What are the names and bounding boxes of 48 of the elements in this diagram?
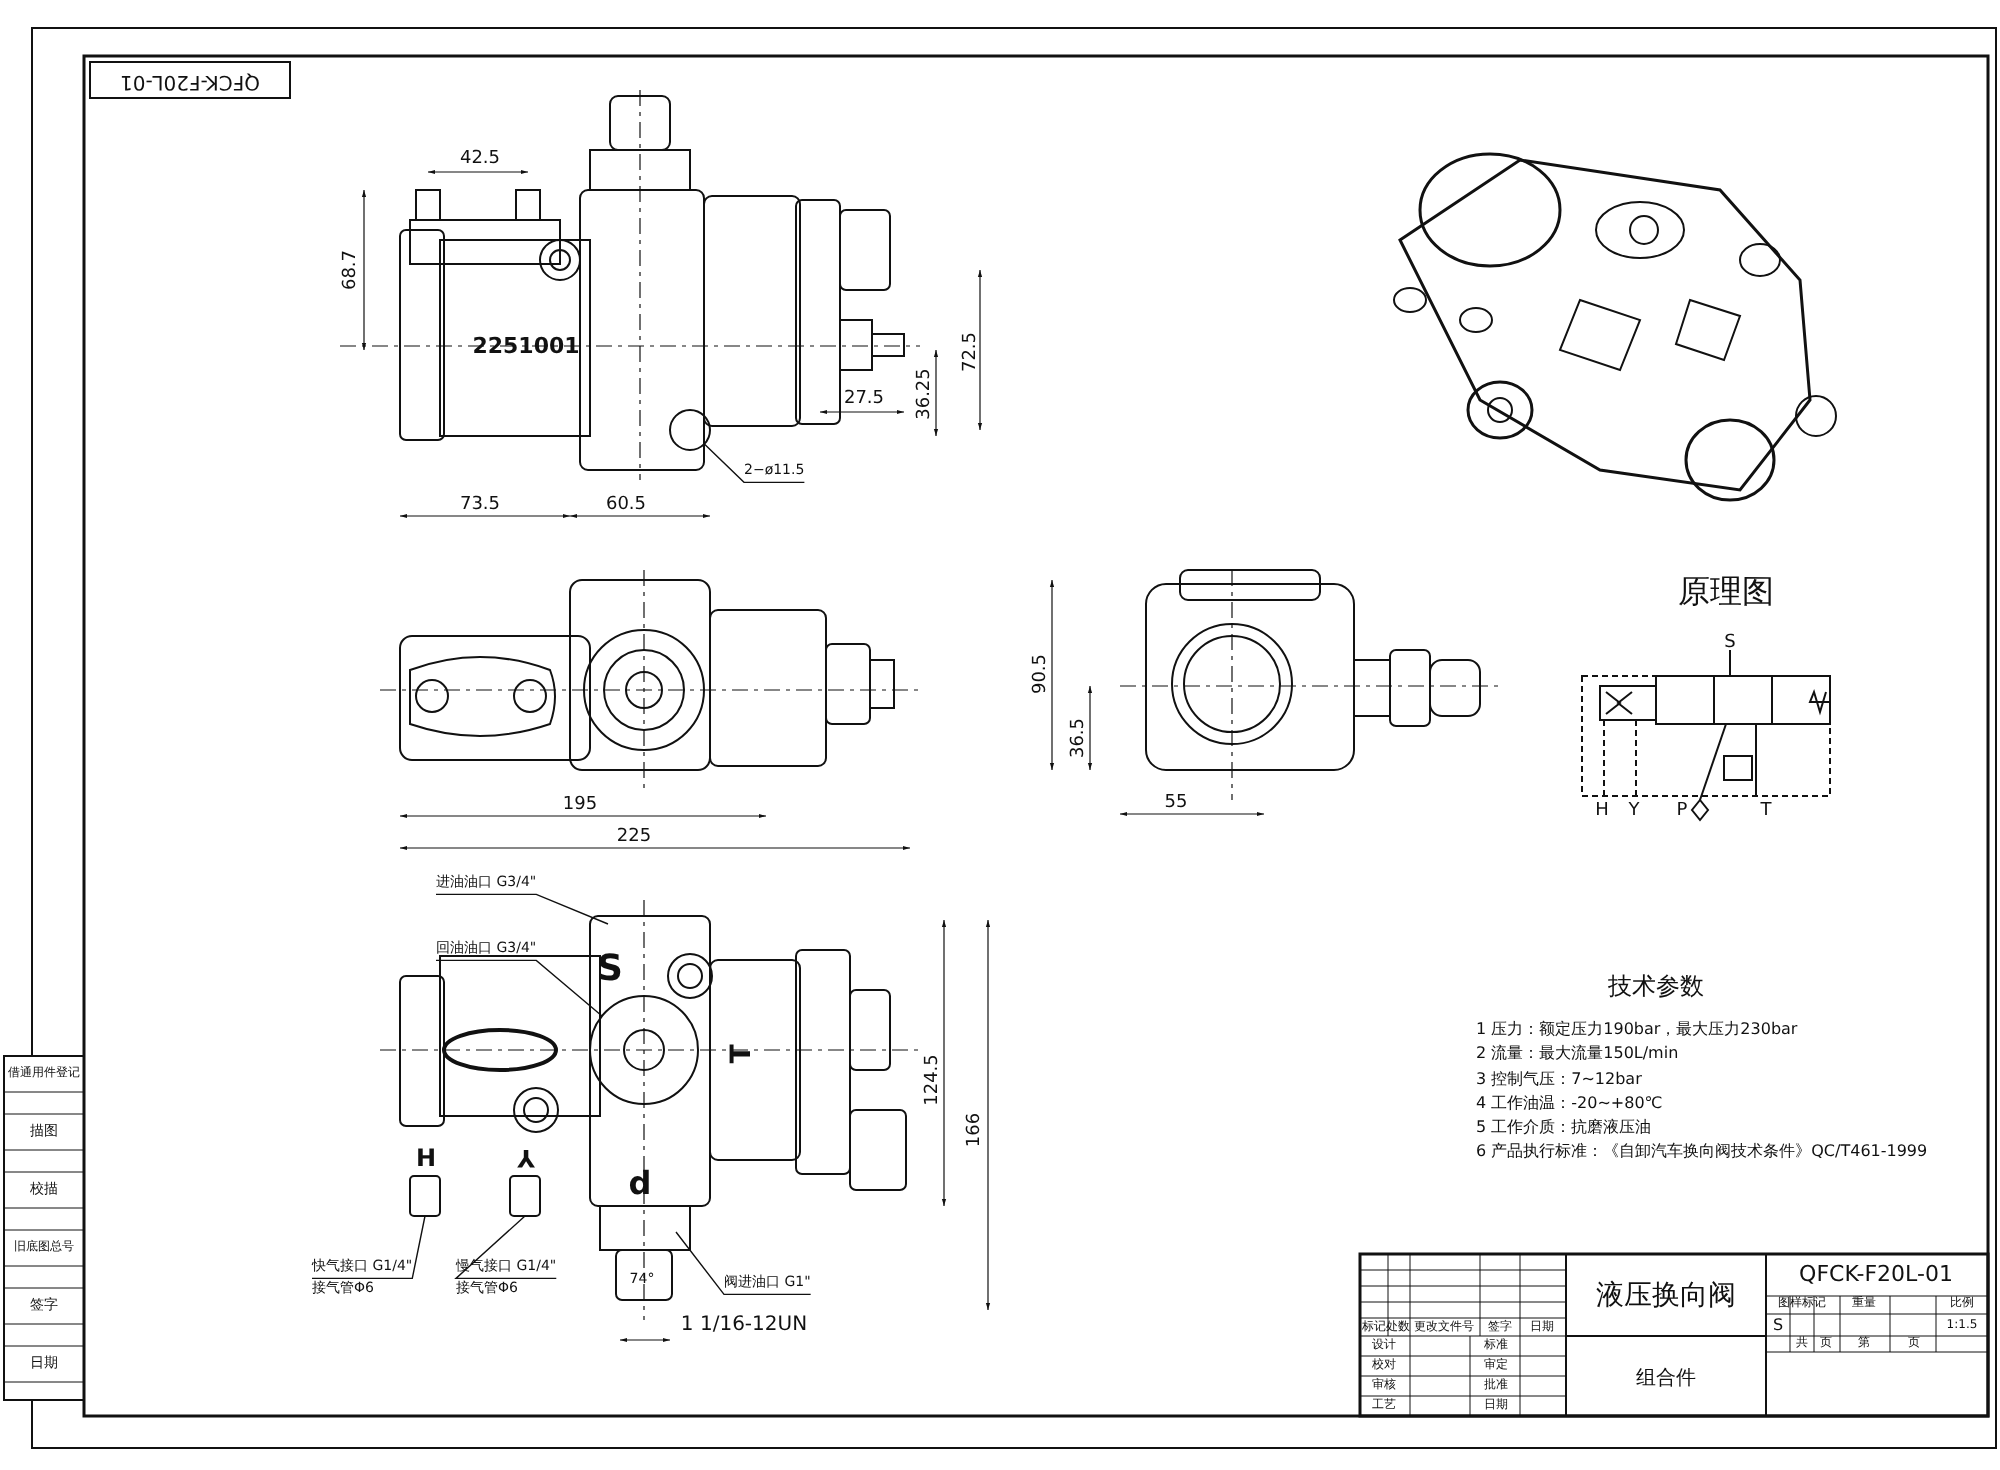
drawing-number: QFCK-F20L-01 (120, 70, 260, 90)
drawing-label: 68.7 (343, 249, 361, 291)
drawing-label: 225 (616, 829, 652, 847)
drawing-label: 原理图 (1678, 576, 1774, 608)
drawing-label: 36.5 (1071, 717, 1089, 759)
spec-line: 1 压力：额定压力190bar，最大压力230bar (1476, 1022, 1798, 1038)
table-text: 组合件 (1636, 1370, 1696, 1390)
spec-line: 3 控制气压：7~12bar (1476, 1072, 1642, 1088)
table-text: 液压换向阀 (1596, 1282, 1736, 1310)
drawing-label: S (597, 952, 623, 988)
drawing-label: 技术参数 (1608, 974, 1704, 998)
drawing-label: 42.5 (459, 151, 501, 169)
spec-line: 4 工作油温：-20~+80℃ (1476, 1096, 1663, 1112)
leader-line (435, 893, 609, 925)
port-letter: Y (517, 1146, 535, 1170)
drawing-label: 72.5 (963, 331, 981, 373)
port-letter: H (415, 1146, 437, 1170)
spec-line: 6 产品执行标准：《自卸汽车换向阀技术条件》QC/T461-1999 (1476, 1144, 1928, 1160)
drawing-label: 36.25 (917, 368, 935, 420)
leader-line (675, 1231, 812, 1296)
drawing-label: d (628, 1168, 652, 1200)
drawing-label: 1 1/16-12UN (680, 1316, 808, 1336)
spec-line: 2 流量：最大流量150L/min (1476, 1046, 1679, 1062)
drawing-label: H (1595, 803, 1609, 821)
drawing-label: Y (1628, 803, 1640, 821)
leader-line (435, 959, 603, 1017)
drawing-label: P (1676, 803, 1688, 821)
drawing-label: 60.5 (605, 497, 647, 515)
leader-line (311, 1215, 426, 1280)
leader-line (454, 1215, 557, 1280)
leader-line (703, 443, 806, 484)
drawing-label: T (728, 1044, 756, 1064)
drawing-label: 73.5 (459, 497, 501, 515)
table-text: S (1772, 1318, 1784, 1334)
air-fitting (409, 1175, 441, 1217)
spec-line: 5 工作介质：抗磨液压油 (1476, 1120, 1652, 1136)
air-fitting (509, 1175, 541, 1217)
table-text: QFCK-F20L-01 (1799, 1263, 1953, 1285)
drawing-label: 124.5 (925, 1054, 943, 1106)
drawing-label: S (1724, 635, 1736, 653)
drawing-label: 90.5 (1033, 653, 1051, 695)
drawing-label: 195 (562, 797, 598, 815)
drawing-label: T (1760, 803, 1772, 821)
drawing-label: 2251001 (472, 335, 580, 357)
mounting-hole (669, 409, 711, 451)
drawing-label: 27.5 (843, 391, 885, 409)
drawing-label: 166 (967, 1112, 985, 1148)
drawing-label: 55 (1164, 795, 1188, 813)
